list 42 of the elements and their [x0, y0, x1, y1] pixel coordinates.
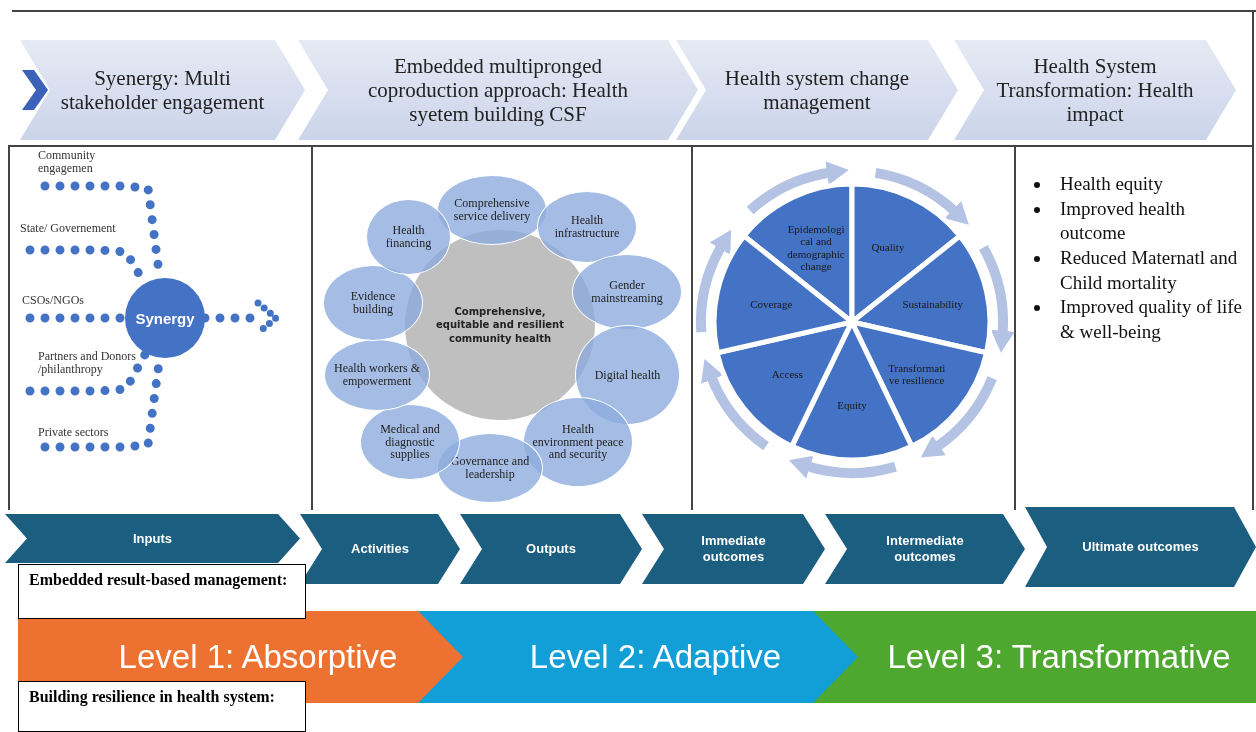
cycle-arrow: [701, 359, 770, 451]
component-circle: Health infrastructure: [537, 191, 637, 263]
stage-banner: Intermediate outcomes: [825, 514, 1025, 584]
component-circle: Evidence building: [323, 265, 423, 341]
cycle-arrow: [746, 161, 849, 215]
segment-label: Transformati ve resilience: [887, 361, 947, 386]
bullet-text: Health equity: [1060, 173, 1163, 194]
segment-label: Epidemologi cal and demographic change: [786, 223, 846, 272]
stage-banner: Outputs: [460, 514, 642, 584]
stakeholder-label: Community engagemen: [38, 149, 118, 177]
stakeholder-label: CSOs/NGOs: [22, 294, 102, 309]
segment-label: Coverage: [749, 297, 794, 310]
component-circle: Health workers & empowerment: [324, 339, 430, 411]
cycle-arrow: [788, 455, 897, 479]
process-banner: Syenergy: Multi stakeholder engagement: [20, 40, 305, 140]
cycle-arrow: [921, 376, 997, 459]
bullet-text: Reduced Maternatl and Child mortality: [1060, 247, 1238, 293]
stage-banner: Ultimate outcomes: [1025, 507, 1256, 587]
level-banner: Level 3: Transformative: [858, 611, 1256, 703]
segment-label: Sustainability: [901, 297, 964, 310]
cycle-arrow: [874, 167, 970, 224]
stakeholder-label: Partners and Donors /philanthropy: [38, 350, 143, 378]
process-banner: Health System Transformation: Health impact: [954, 40, 1236, 140]
process-banner: Health system change management: [676, 40, 958, 140]
level-banner: Level 2: Adaptive: [463, 611, 858, 703]
stage-banner: Inputs: [5, 514, 300, 563]
cycle-arrow: [978, 245, 1015, 353]
text-box: Embedded result-based management:: [18, 564, 306, 619]
segment-label: Equity: [836, 398, 868, 411]
text-box: Building resilience in health system:: [18, 681, 306, 732]
stage-banner: Immediate outcomes: [642, 514, 825, 584]
stakeholder-label: State/ Governement: [20, 222, 150, 237]
stage-banner: Activities: [300, 514, 460, 584]
component-circle: Gender mainstreaming: [572, 254, 682, 330]
segment-label: Quality: [870, 241, 906, 254]
cycle-arrow: [696, 229, 731, 333]
stakeholder-label: Private sectors: [38, 426, 138, 441]
component-circle: Comprehensive service delivery: [437, 175, 547, 245]
bullet-text: Improved quality of life & well-being: [1060, 296, 1243, 343]
segment-label: Access: [770, 367, 804, 380]
process-banner: Embedded multipronged coproduction approach: Health syetem building CSF: [298, 40, 698, 140]
bullet-text: Improved health outcome: [1060, 197, 1186, 244]
